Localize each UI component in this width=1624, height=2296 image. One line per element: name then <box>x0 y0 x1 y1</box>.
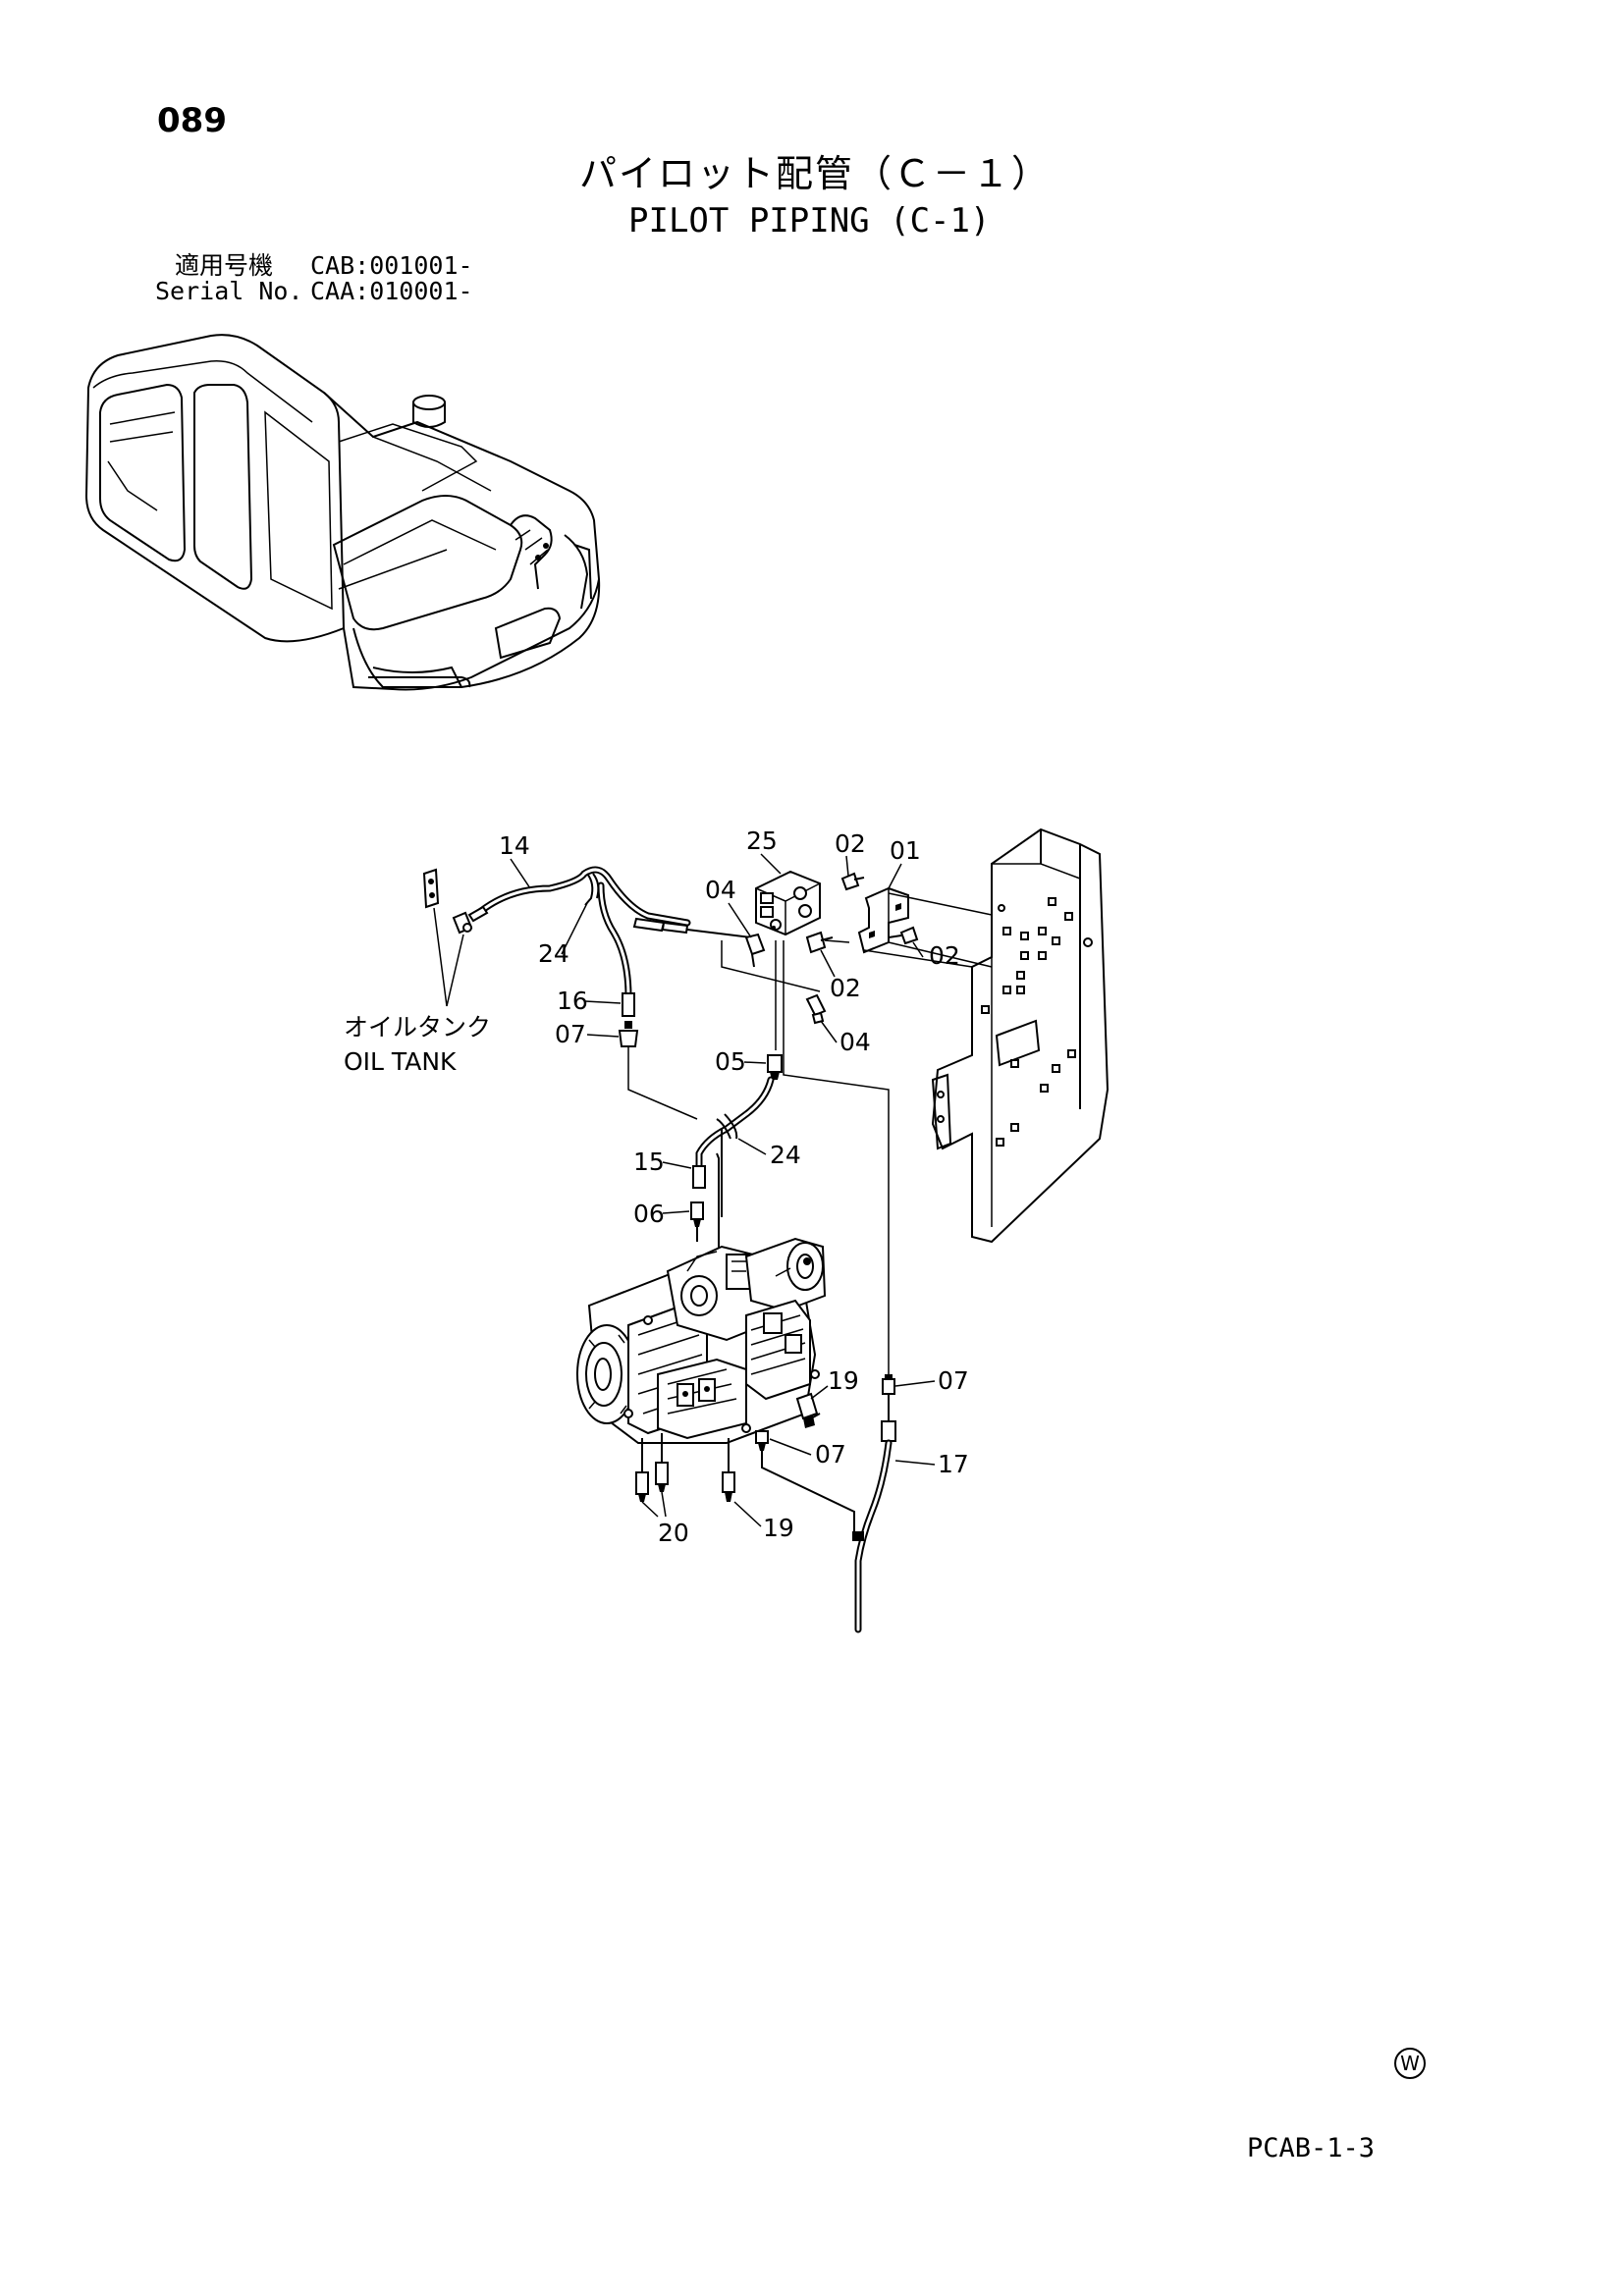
mounting-frame-plate <box>931 828 1110 1244</box>
w-circle-mark: W <box>1394 2048 1426 2079</box>
callout-15: 15 <box>633 1148 665 1176</box>
callout-14: 14 <box>499 831 530 860</box>
callout-07-right: 07 <box>938 1366 969 1395</box>
callout-06: 06 <box>633 1200 665 1228</box>
pilot-piping-exploded-view <box>422 828 1110 1633</box>
applicable-model-label: 適用号機 <box>175 251 274 280</box>
excavator-overview-illustration <box>84 334 601 691</box>
serial-number-value: CAA:010001- <box>310 277 473 305</box>
callout-02-right: 02 <box>929 941 960 970</box>
callout-20: 20 <box>658 1519 689 1547</box>
callout-24-top: 24 <box>538 939 569 968</box>
page-title-english: PILOT PIPING (C-1) <box>628 201 991 240</box>
callout-04-top: 04 <box>705 876 736 904</box>
page-title-japanese: パイロット配管（Ｃ－１） <box>579 152 1052 195</box>
serial-number-label: Serial No. <box>155 277 303 305</box>
page-code: PCAB-1-3 <box>1247 2133 1376 2163</box>
callout-19-upper: 19 <box>828 1366 859 1395</box>
applicable-model-value: CAB:001001- <box>310 251 473 280</box>
callout-07-left: 07 <box>555 1020 586 1048</box>
hydraulic-pump-assembly <box>576 1237 827 1444</box>
callout-25: 25 <box>746 827 778 855</box>
callout-02-mid: 02 <box>830 974 861 1002</box>
callout-01: 01 <box>890 836 921 865</box>
callout-02-top: 02 <box>835 829 866 858</box>
callout-labels: 14 25 02 01 04 24 02 02 16 04 07 05 24 1… <box>344 827 969 1547</box>
callout-17: 17 <box>938 1450 969 1478</box>
oil-tank-label-en: OIL TANK <box>344 1047 457 1076</box>
callout-24-lower: 24 <box>770 1141 801 1169</box>
page-number: 089 <box>157 101 227 140</box>
callout-05: 05 <box>715 1047 746 1076</box>
solenoid-valve-block <box>755 870 821 936</box>
callout-04-lower: 04 <box>839 1028 871 1056</box>
callout-16: 16 <box>557 987 588 1015</box>
oil-tank-bracket <box>422 868 473 934</box>
callout-19-lower: 19 <box>763 1514 794 1542</box>
callout-07-lower: 07 <box>815 1440 846 1468</box>
oil-tank-label-ja: オイルタンク <box>344 1013 491 1041</box>
